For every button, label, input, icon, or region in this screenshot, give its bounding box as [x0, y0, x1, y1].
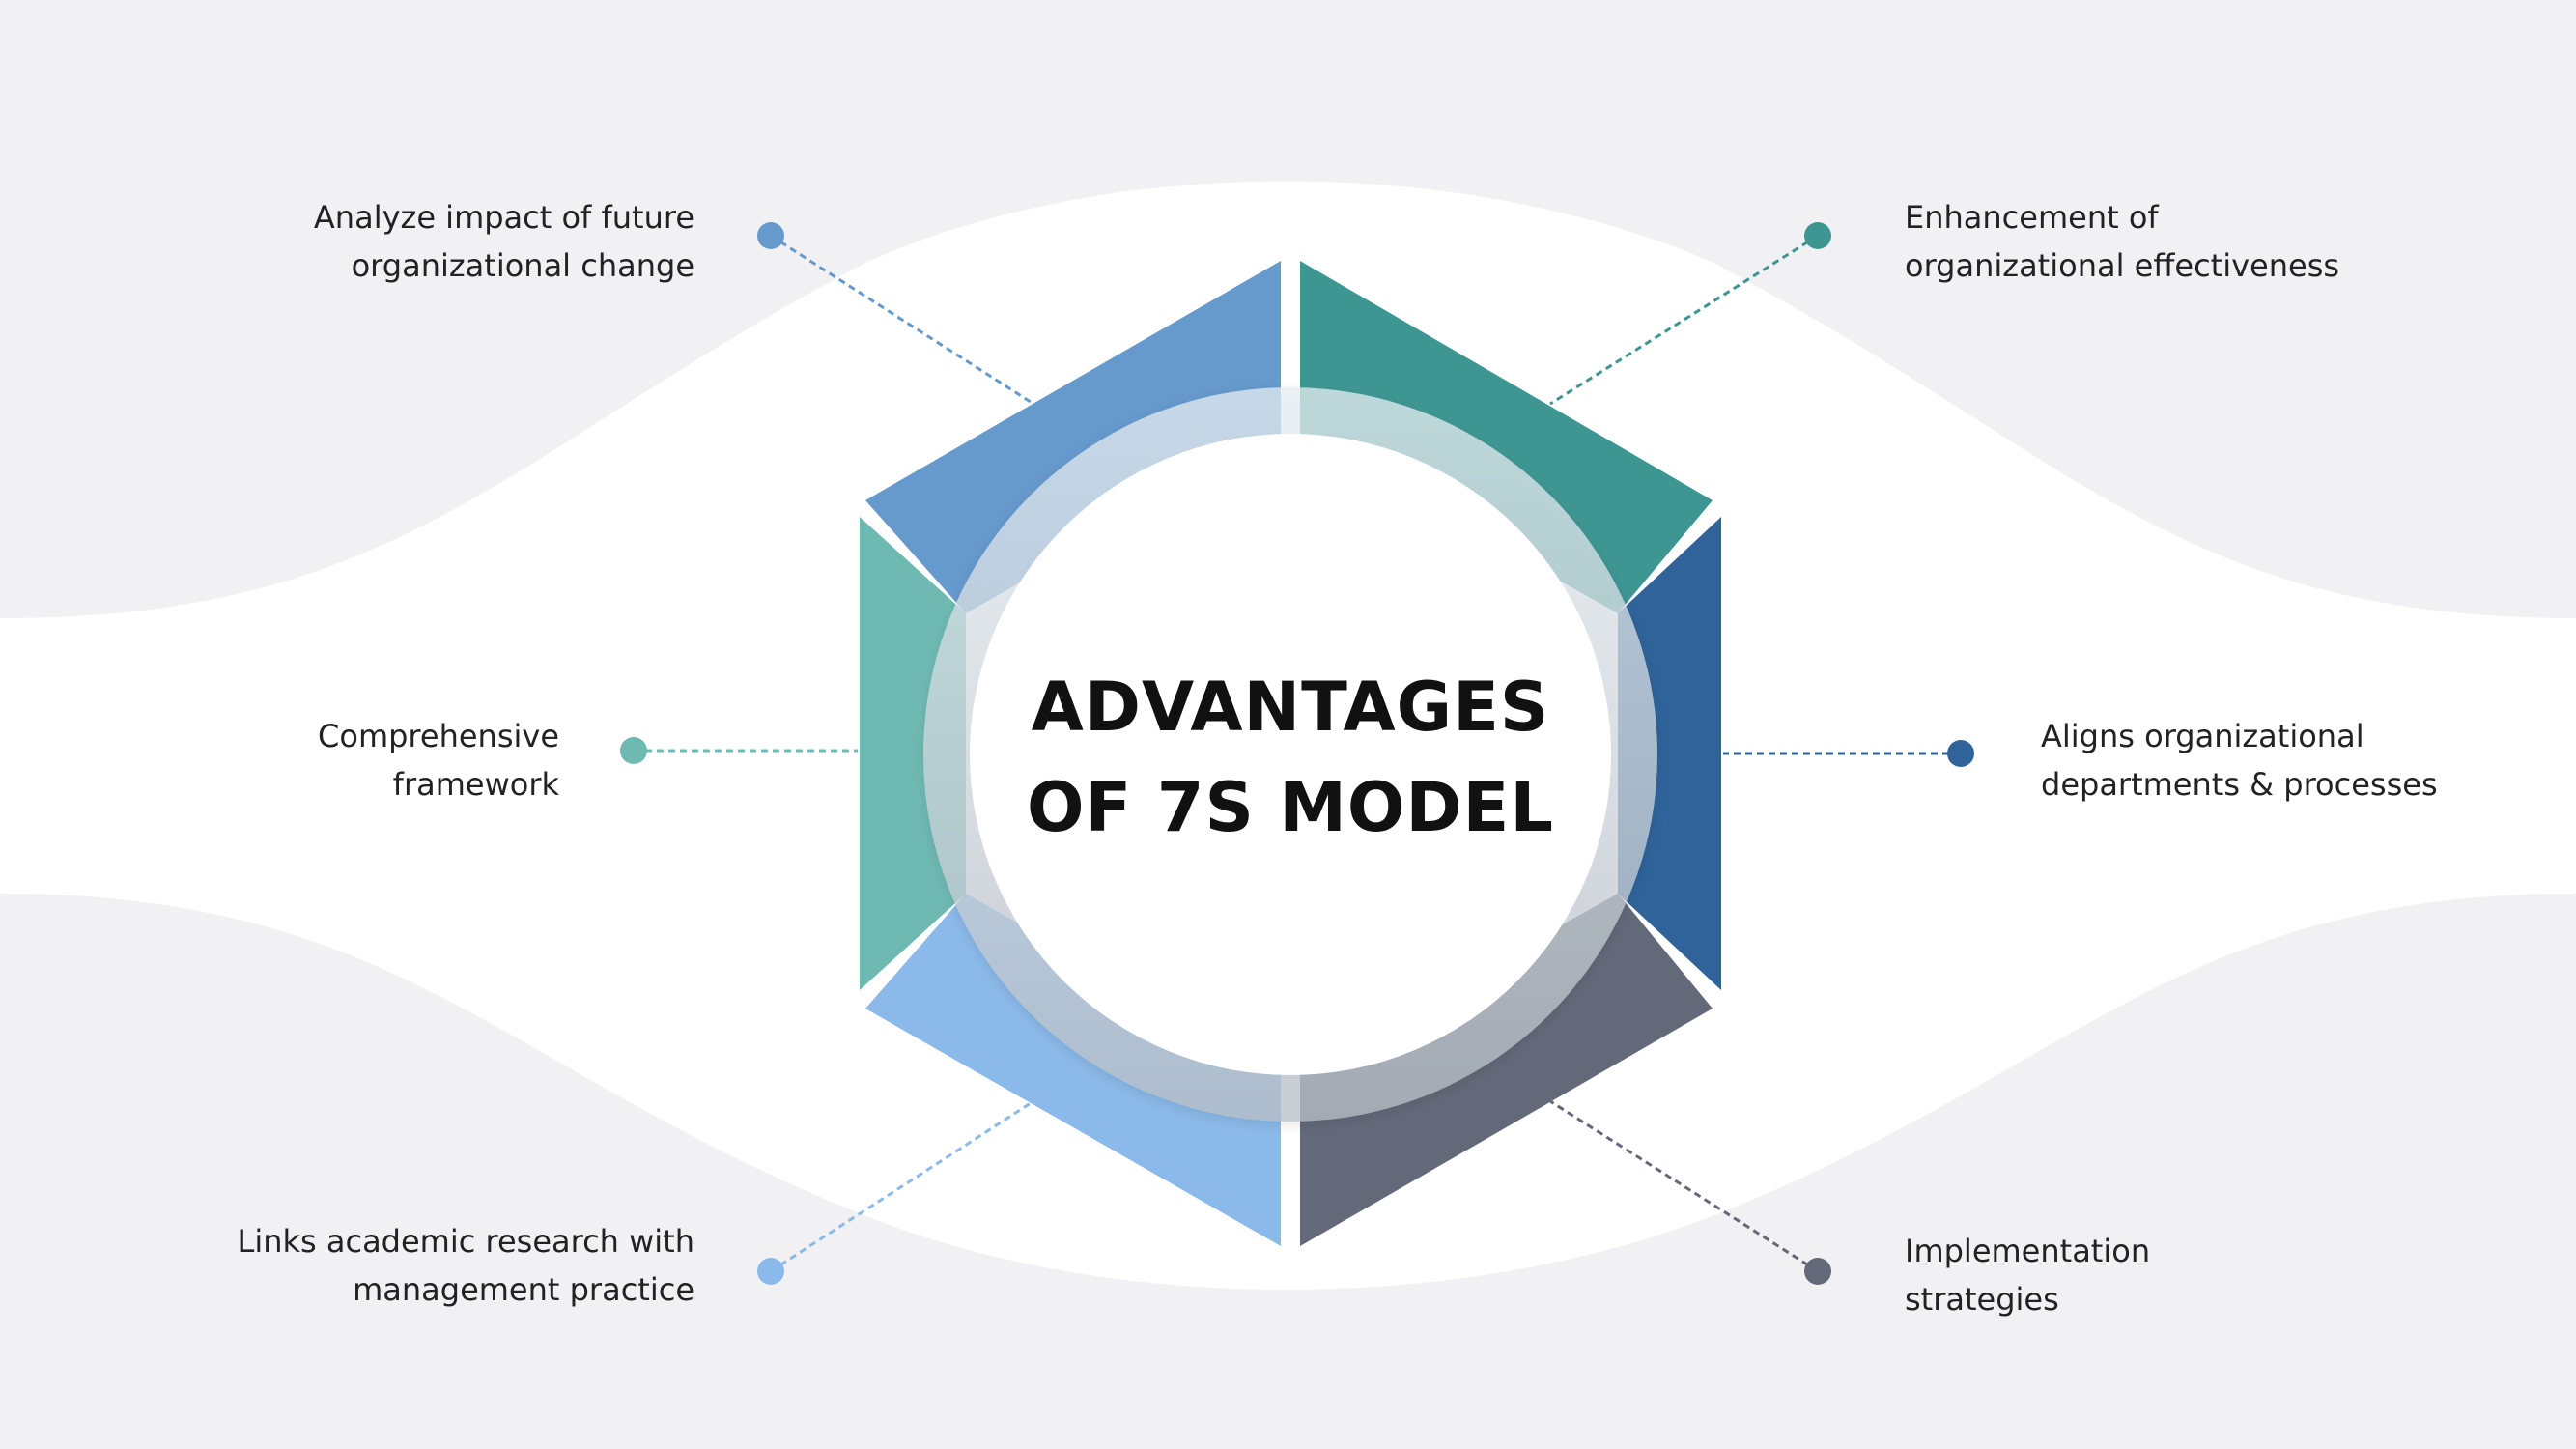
label-bottom-right-line-2: strategies	[1905, 1281, 2059, 1318]
label-top-right-line-1: Enhancement of	[1905, 199, 2159, 236]
label-top-left-line-2: organizational change	[351, 247, 694, 284]
label-top-right: Enhancement of organizational effectiven…	[1905, 193, 2339, 290]
connector-dot-top-right	[1804, 222, 1831, 249]
hex-segment-top-left	[865, 261, 1281, 613]
label-mid-left-line-1: Comprehensive	[318, 718, 559, 754]
connector-line-bottom-left	[770, 1099, 1034, 1273]
label-mid-left-line-2: framework	[392, 766, 559, 803]
label-bottom-right: Implementation strategies	[1905, 1227, 2150, 1323]
hex-segment-bottom-right	[1300, 894, 1713, 1246]
hex-segment-top-right	[1300, 261, 1713, 613]
label-mid-left: Comprehensive framework	[318, 712, 559, 809]
connector-dot-bottom-left	[757, 1258, 784, 1285]
connector-dot-bottom-right	[1804, 1258, 1831, 1285]
connector-dot-mid-right	[1947, 740, 1974, 767]
connector-line-top-right	[1549, 234, 1819, 406]
label-mid-right-line-2: departments & processes	[2041, 766, 2438, 803]
label-bottom-right-line-1: Implementation	[1905, 1233, 2151, 1269]
connector-dot-mid-left	[620, 737, 647, 764]
label-top-left-line-1: Analyze impact of future	[313, 199, 694, 236]
hex-segment-mid-left	[860, 517, 966, 990]
connector-dot-top-left	[757, 222, 784, 249]
title-line-1: ADVANTAGES	[1031, 668, 1550, 747]
label-bottom-left: Links academic research with management …	[237, 1217, 694, 1314]
hex-segment-bottom-left	[865, 894, 1281, 1246]
diagram-title: ADVANTAGES OF 7S MODEL	[1001, 657, 1580, 858]
label-mid-right-line-1: Aligns organizational	[2041, 718, 2364, 754]
label-bottom-left-line-1: Links academic research with	[237, 1223, 694, 1260]
hexagon-segments	[860, 261, 1721, 1246]
label-top-left: Analyze impact of future organizational …	[314, 193, 694, 290]
center-circle	[970, 434, 1611, 1075]
connector-line-top-left	[770, 234, 1034, 406]
title-line-2: OF 7S MODEL	[1027, 768, 1554, 847]
label-mid-right: Aligns organizational departments & proc…	[2041, 712, 2438, 809]
hex-segment-mid-right	[1618, 517, 1721, 990]
connectors	[620, 222, 1974, 1285]
connector-line-bottom-right	[1549, 1099, 1819, 1273]
label-bottom-left-line-2: management practice	[353, 1271, 694, 1308]
label-top-right-line-2: organizational effectiveness	[1905, 247, 2340, 284]
